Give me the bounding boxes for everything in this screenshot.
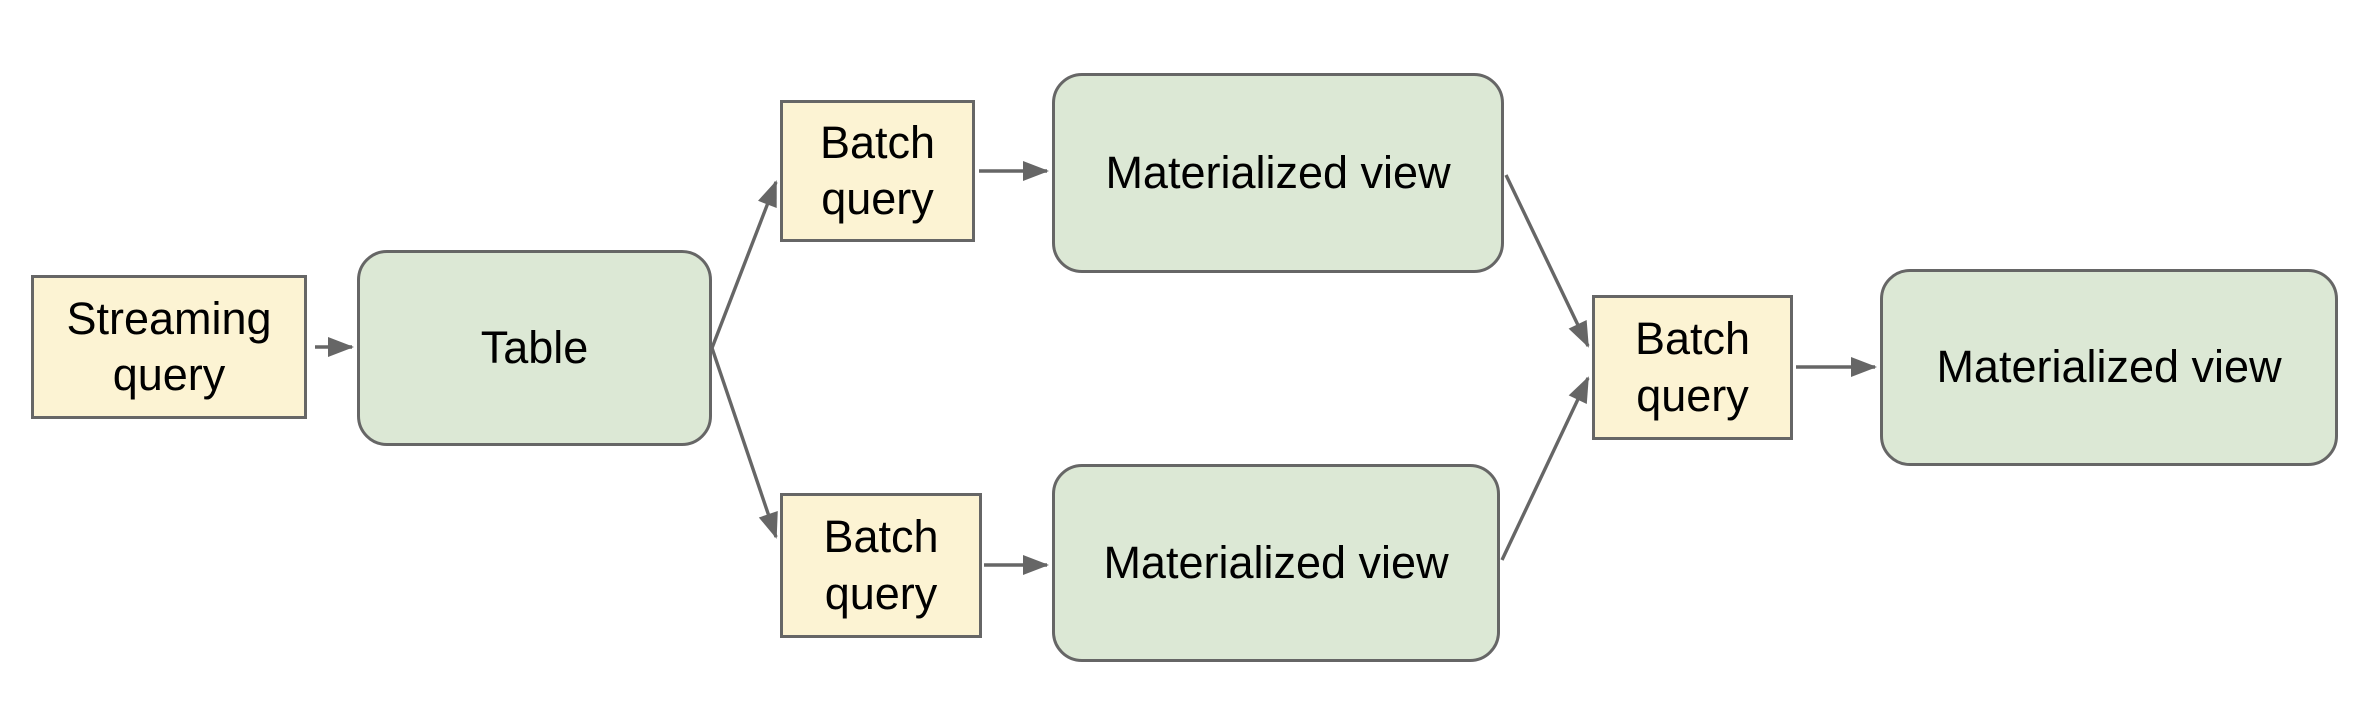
node-streaming-query: Streaming query (31, 275, 307, 419)
node-batch-query-right-label: Batch query (1634, 313, 1751, 421)
node-materialized-view-right-label: Materialized view (1936, 341, 2282, 393)
node-batch-query-top: Batch query (780, 100, 975, 242)
node-batch-query-right: Batch query (1592, 295, 1793, 440)
node-materialized-view-bottom-label: Materialized view (1103, 536, 1449, 588)
node-materialized-view-top: Materialized view (1052, 73, 1504, 273)
node-materialized-view-right: Materialized view (1880, 269, 2338, 466)
node-batch-query-bottom-label: Batch query (823, 511, 939, 619)
node-table: Table (357, 250, 712, 446)
node-materialized-view-bottom: Materialized view (1052, 464, 1500, 662)
arrow-table-to-batch-query-top (710, 180, 778, 349)
node-table-label: Table (480, 321, 589, 373)
node-streaming-query-label: Streaming query (66, 292, 272, 400)
node-materialized-view-top-label: Materialized view (1105, 146, 1451, 198)
arrow-table-to-batch-query-bottom (710, 347, 778, 539)
node-batch-query-top-label: Batch query (819, 116, 936, 224)
arrow-materialized-view-bottom-to-batch-query-right (1500, 376, 1590, 561)
node-batch-query-bottom: Batch query (780, 493, 982, 638)
arrow-materialized-view-top-to-batch-query-right (1504, 174, 1590, 348)
